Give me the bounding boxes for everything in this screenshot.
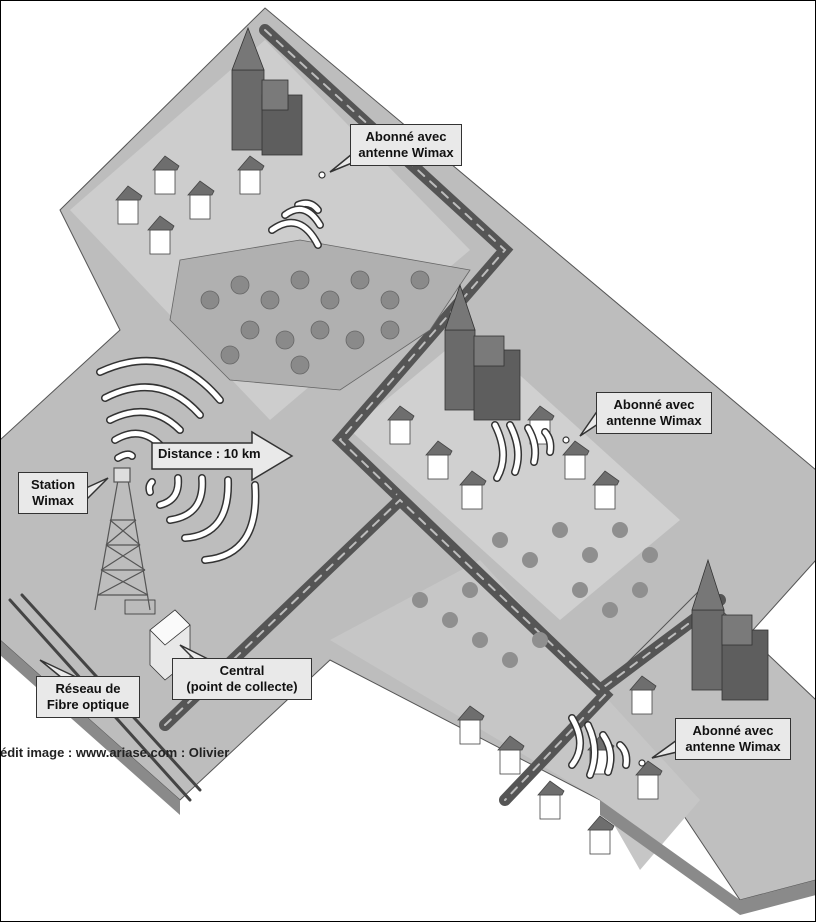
callout-line: Abonné avec [365,129,447,144]
house [635,760,663,800]
callout-line: antenne Wimax [685,739,781,754]
houses [115,155,663,855]
house [562,440,590,480]
callout-fiber-network: Réseau de Fibre optique [36,676,140,718]
callout-line: Fibre optique [46,697,130,712]
callout-line: Wimax [32,493,74,508]
road-top-line [264,29,721,692]
wimax-tower [94,467,151,611]
antenna-dot [638,759,646,767]
waves-station-up [96,356,224,462]
ground-side-bottom [600,800,740,915]
house [497,735,525,775]
distance-arrow [151,430,294,482]
road-diagonal-line [164,498,607,801]
antenna-dot [562,436,570,444]
distance-label: Distance : 10 km [158,446,261,461]
ground-side-right [740,880,816,915]
callout-central: Central (point de collecte) [172,658,312,700]
waves-subscriber-1 [268,199,324,249]
antenna-dots [318,171,646,767]
callout-line: antenne Wimax [358,145,454,160]
house [115,185,143,225]
antenna-dot [318,171,326,179]
image-credit: édit image : www.ariase.com : Olivier [0,745,230,760]
house [592,470,620,510]
callout-line: Station [30,477,76,492]
radio-waves [96,199,631,779]
church-top [231,26,303,156]
house [237,155,265,195]
house [147,215,175,255]
orchards [412,522,658,668]
callout-station-wimax: Station Wimax [18,472,88,514]
ground-lower-middle [330,560,700,870]
church-middle [444,283,521,421]
house [537,780,565,820]
waves-subscriber-3 [568,714,631,779]
churches [231,26,769,701]
callout-line: Réseau de [55,681,121,696]
callout-line: Abonné avec [613,397,695,412]
house [459,470,487,510]
house [152,155,180,195]
house [425,440,453,480]
waves-subscriber-2 [491,421,555,482]
house [587,815,615,855]
house [387,405,415,445]
house [629,675,657,715]
callout-line: antenne Wimax [606,413,702,428]
callout-subscriber-2: Abonné avec antenne Wimax [596,392,712,434]
waves-station-down [145,474,260,564]
church-lower [691,558,769,701]
house [187,180,215,220]
callout-line: Abonné avec [692,723,774,738]
callout-line: (point de collecte) [186,679,298,694]
callout-line: Central [219,663,265,678]
callout-subscriber-3: Abonné avec antenne Wimax [675,718,791,760]
callout-subscriber-1: Abonné avec antenne Wimax [350,124,462,166]
dense-town [169,239,471,391]
callout-pointers [39,152,678,759]
house [457,705,485,745]
